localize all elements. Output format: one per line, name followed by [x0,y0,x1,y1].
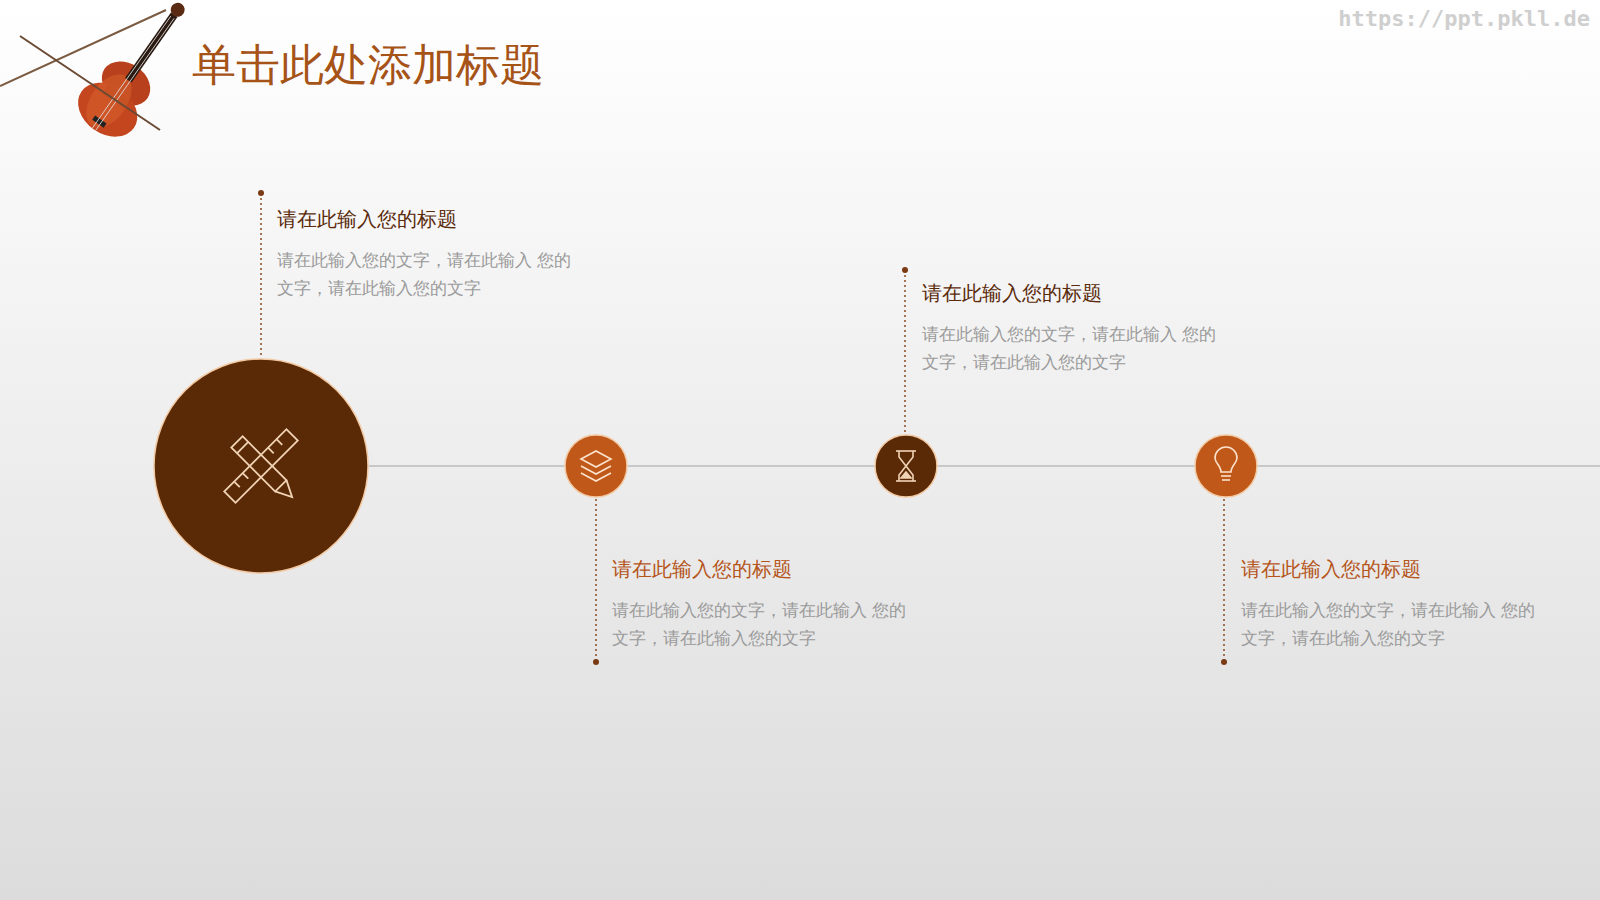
item-heading: 请在此输入您的标题 [277,206,577,232]
timeline-connector [938,465,1194,467]
item-body: 请在此输入您的文字，请在此输入 您的文字，请在此输入您的文字 [922,320,1222,376]
item-heading: 请在此输入您的标题 [922,280,1222,306]
circle-outline [874,434,938,498]
item-heading: 请在此输入您的标题 [612,556,912,582]
watermark: https://ppt.pkll.de [1338,6,1590,31]
text-group: 请在此输入您的标题请在此输入您的文字，请在此输入 您的文字，请在此输入您的文字 [277,206,577,302]
slide-title: 单击此处添加标题 [192,36,544,94]
text-group: 请在此输入您的标题请在此输入您的文字，请在此输入 您的文字，请在此输入您的文字 [612,556,912,652]
circle-outline [564,434,628,498]
leader-lines [258,190,1227,665]
text-group: 请在此输入您的标题请在此输入您的文字，请在此输入 您的文字，请在此输入您的文字 [1241,556,1541,652]
text-group: 请在此输入您的标题请在此输入您的文字，请在此输入 您的文字，请在此输入您的文字 [922,280,1222,376]
timeline-tail [1258,465,1600,467]
item-body: 请在此输入您的文字，请在此输入 您的文字，请在此输入您的文字 [612,596,912,652]
timeline-connector [628,465,874,467]
timeline-circle: 请在此输入您的标题请在此输入您的文字，请在此输入 您的文字，请在此输入您的文字 [874,434,938,498]
circle-outline [153,358,369,574]
timeline-circle: 请在此输入您的标题请在此输入您的文字，请在此输入 您的文字，请在此输入您的文字 [1194,434,1258,498]
item-body: 请在此输入您的文字，请在此输入 您的文字，请在此输入您的文字 [277,246,577,302]
timeline-circle: 请在此输入您的标题请在此输入您的文字，请在此输入 您的文字，请在此输入您的文字 [153,358,369,574]
violin-illustration [0,0,208,148]
timeline-circle: 请在此输入您的标题请在此输入您的文字，请在此输入 您的文字，请在此输入您的文字 [564,434,628,498]
item-body: 请在此输入您的文字，请在此输入 您的文字，请在此输入您的文字 [1241,596,1541,652]
timeline-connector [369,465,564,467]
item-heading: 请在此输入您的标题 [1241,556,1541,582]
circle-outline [1194,434,1258,498]
